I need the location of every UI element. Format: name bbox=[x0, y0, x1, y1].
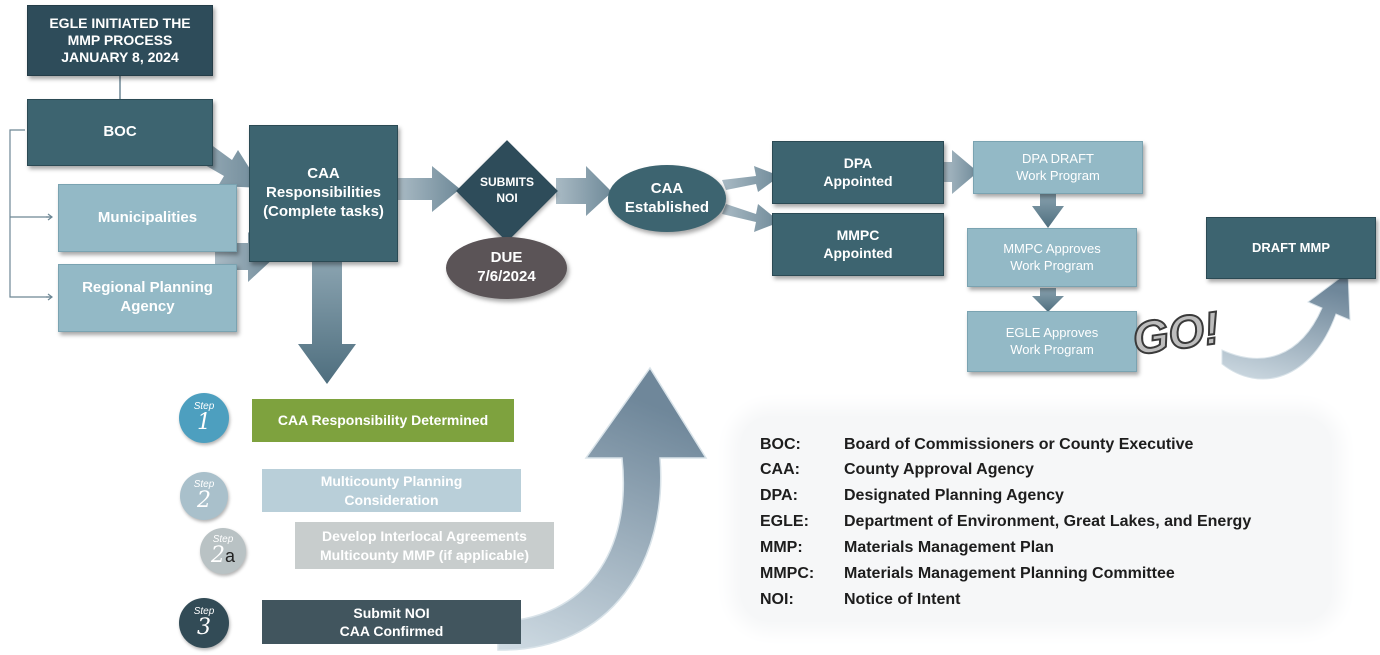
step-2a-number: 2 bbox=[210, 543, 225, 568]
legend-row: DPA: Designated Planning Agency bbox=[760, 487, 1064, 505]
legend-abbr: DPA: bbox=[760, 487, 798, 504]
dpa-appointed-box: DPA Appointed bbox=[772, 141, 944, 204]
legend-row: MMP: Materials Management Plan bbox=[760, 539, 1054, 557]
start-line-1: EGLE INITIATED THE bbox=[49, 15, 191, 32]
start-line-2: MMP PROCESS bbox=[67, 32, 173, 49]
egle-approves-box: EGLE Approves Work Program bbox=[967, 311, 1137, 372]
mmpc-appointed-box: MMPC Appointed bbox=[772, 213, 944, 276]
legend-panel: BOC: Board of Commissioners or County Exe… bbox=[740, 416, 1332, 622]
legend-row: BOC: Board of Commissioners or County Exe… bbox=[760, 436, 1193, 454]
step-2a-word: Step bbox=[212, 534, 234, 545]
municipalities-box: Municipalities bbox=[58, 184, 237, 252]
legend-abbr: MMP: bbox=[760, 539, 803, 556]
arrow-caa-submits bbox=[398, 166, 460, 212]
step-3-word: Step bbox=[193, 606, 215, 617]
arrow-to-dpa bbox=[722, 166, 780, 192]
legend-row: EGLE: Department of Environment, Great La… bbox=[760, 513, 1251, 531]
step-3-label: Submit NOI CAA Confirmed bbox=[262, 600, 521, 644]
caa-responsibilities-box: CAA Responsibilities (Complete tasks) bbox=[249, 125, 398, 262]
step-1-word: Step bbox=[193, 401, 215, 412]
boc-box: BOC bbox=[27, 99, 213, 166]
legend-abbr: MMPC: bbox=[760, 565, 815, 582]
legend-text: County Approval Agency bbox=[844, 461, 1034, 478]
bracket-line bbox=[9, 129, 52, 298]
legend-abbr: EGLE: bbox=[760, 513, 809, 530]
mmpc-approves-box: MMPC Approves Work Program bbox=[967, 228, 1137, 287]
legend-row: CAA: County Approval Agency bbox=[760, 461, 1034, 479]
legend-text: Notice of Intent bbox=[844, 591, 961, 608]
legend-text: Materials Management Planning Committee bbox=[844, 565, 1175, 582]
step-2a-label: Develop Interlocal Agreements Multicount… bbox=[295, 522, 554, 569]
regional-planning-box: Regional Planning Agency bbox=[58, 264, 237, 332]
legend-abbr: BOC: bbox=[760, 436, 801, 453]
legend-abbr: CAA: bbox=[760, 461, 800, 478]
step-3-icon: Step 3 bbox=[179, 598, 229, 648]
step-2a-icon: Step 2a bbox=[200, 528, 246, 574]
legend-text: Board of Commissioners or County Executi… bbox=[844, 436, 1194, 453]
dpa-draft-box: DPA DRAFT Work Program bbox=[973, 141, 1143, 194]
legend-row: MMPC: Materials Management Planning Commi… bbox=[760, 565, 1175, 583]
draft-mmp-box: DRAFT MMP bbox=[1206, 217, 1376, 279]
step-2-label: Multicounty Planning Consideration bbox=[262, 469, 521, 512]
step-1-number: 1 bbox=[197, 410, 211, 435]
legend-text: Department of Environment, Great Lakes, … bbox=[844, 513, 1252, 530]
step-1-label: CAA Responsibility Determined bbox=[252, 399, 514, 442]
step-2-word: Step bbox=[193, 479, 215, 490]
arrow-draft-mmpc bbox=[1032, 193, 1064, 228]
submits-noi-label: SUBMITS NOI bbox=[480, 175, 534, 205]
start-line-3: JANUARY 8, 2024 bbox=[61, 48, 179, 65]
arrow-dpa-draft bbox=[944, 150, 978, 194]
step-1-icon: Step 1 bbox=[179, 393, 229, 443]
legend-row: NOI: Notice of Intent bbox=[760, 591, 960, 609]
legend-abbr: NOI: bbox=[760, 591, 794, 608]
caa-established-ellipse: CAA Established bbox=[608, 165, 726, 232]
step-2a-suffix: a bbox=[224, 546, 235, 566]
step-2-number: 2 bbox=[197, 488, 211, 513]
due-date-ellipse: DUE 7/6/2024 bbox=[446, 237, 567, 299]
arrow-caa-down bbox=[298, 262, 356, 384]
step-2-icon: Step 2 bbox=[180, 472, 228, 520]
big-curved-arrow bbox=[497, 366, 708, 651]
go-arrow bbox=[1221, 271, 1351, 380]
legend-text: Designated Planning Agency bbox=[844, 487, 1064, 504]
submits-noi-diamond: SUBMITS NOI bbox=[456, 140, 558, 242]
legend-text: Materials Management Plan bbox=[844, 539, 1054, 556]
step-3-number: 3 bbox=[197, 615, 211, 640]
start-box: EGLE INITIATED THE MMP PROCESS JANUARY 8… bbox=[27, 5, 213, 76]
arrow-to-mmpc bbox=[722, 204, 780, 232]
arrow-submits-established bbox=[556, 166, 612, 216]
arrow-mmpc-egle bbox=[1032, 288, 1064, 312]
